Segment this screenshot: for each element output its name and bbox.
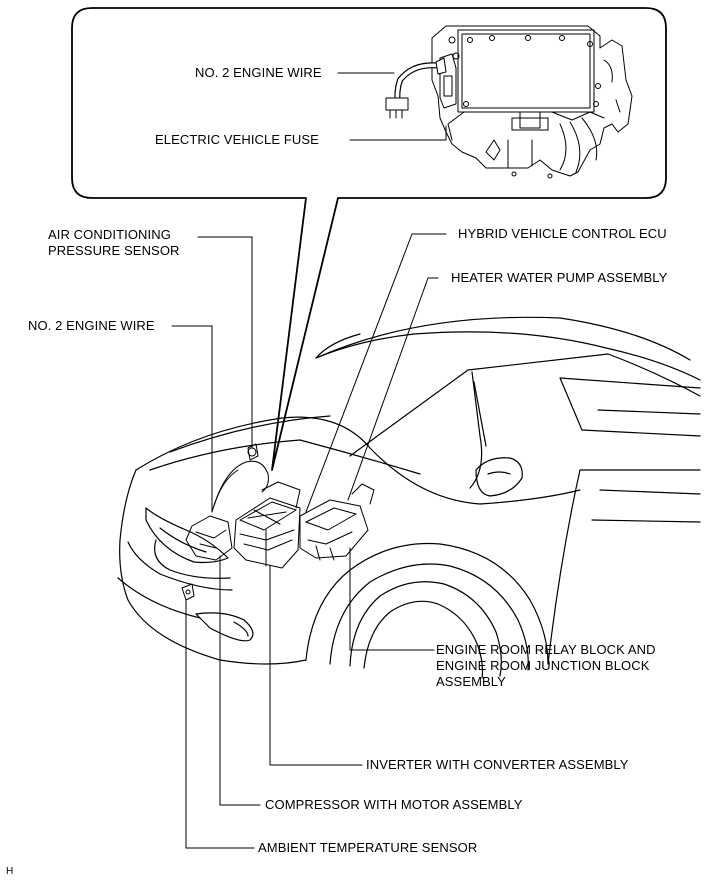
figure-id: H: [6, 866, 14, 877]
label-inverter-with-converter-assembly: INVERTER WITH CONVERTER ASSEMBLY: [366, 757, 629, 772]
vehicle-body-outline: [117, 316, 701, 679]
label-heater-water-pump-assembly: HEATER WATER PUMP ASSEMBLY: [451, 270, 668, 285]
label-relay-block-line1: ENGINE ROOM RELAY BLOCK AND: [436, 642, 656, 657]
label-ambient-temperature-sensor: AMBIENT TEMPERATURE SENSOR: [258, 840, 478, 855]
inset-callout-box: [71, 7, 667, 471]
engine-compartment-components: [181, 443, 375, 601]
label-hybrid-vehicle-control-ecu: HYBRID VEHICLE CONTROL ECU: [458, 226, 667, 241]
label-compressor-with-motor-assembly: COMPRESSOR WITH MOTOR ASSEMBLY: [265, 797, 523, 812]
inset-inverter-illustration: [385, 25, 633, 179]
label-no2-engine-wire-inset: NO. 2 ENGINE WIRE: [195, 65, 322, 80]
leader-lines: [171, 72, 447, 849]
label-electric-vehicle-fuse: ELECTRIC VEHICLE FUSE: [155, 132, 319, 147]
label-relay-block-line3: ASSEMBLY: [436, 674, 506, 689]
label-no2-engine-wire: NO. 2 ENGINE WIRE: [28, 318, 155, 333]
label-relay-block-line2: ENGINE ROOM JUNCTION BLOCK: [436, 658, 650, 673]
label-ac-pressure-sensor-line1: AIR CONDITIONING: [48, 227, 171, 242]
label-ac-pressure-sensor-line2: PRESSURE SENSOR: [48, 243, 180, 258]
